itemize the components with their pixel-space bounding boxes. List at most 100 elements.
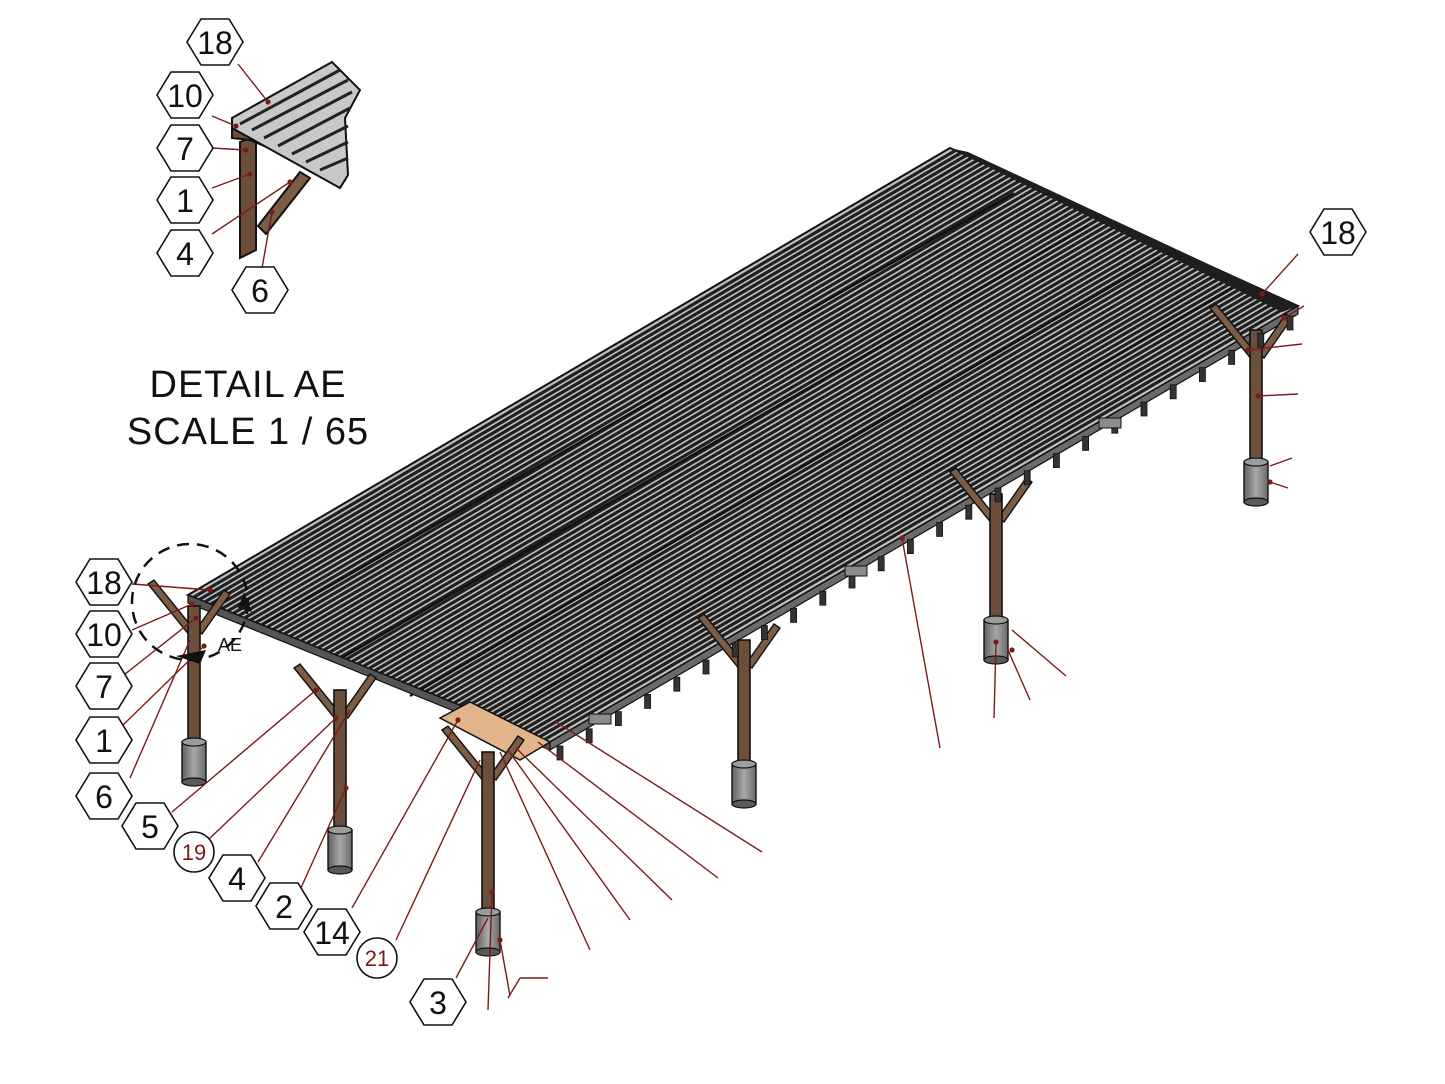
roof-rib: [396, 237, 1152, 682]
roof-rib: [475, 272, 1229, 714]
footing-top: [983, 615, 1009, 625]
roof-rib: [362, 223, 1120, 668]
balloon-hexagon: [156, 176, 214, 224]
roof-side-edge: [549, 304, 1299, 752]
rafter-end: [1228, 349, 1235, 365]
footing-top: [327, 825, 353, 835]
balloon-hexagon: [75, 610, 133, 658]
balloon-hexagon: [156, 71, 214, 119]
footing-top: [181, 737, 207, 747]
roof-rib: [334, 210, 1093, 657]
balloon-hexagon: [156, 229, 214, 277]
callout-6: 6: [75, 772, 133, 820]
knee-brace: [489, 735, 525, 781]
roof: [185, 146, 1301, 761]
roof-rib: [255, 176, 1017, 624]
svg-text:1: 1: [95, 723, 113, 759]
roof-dark-ridge-band: [950, 148, 1298, 312]
concrete-footing: [181, 741, 207, 783]
rafter-end: [907, 539, 914, 554]
timber-post: [989, 493, 1003, 621]
roof-rib: [226, 163, 989, 613]
roof-rib: [339, 213, 1098, 659]
balloon-hexagon: [303, 908, 361, 956]
rafter-end: [1199, 367, 1206, 383]
rafter-end: [731, 642, 739, 658]
rafter-end: [965, 504, 973, 520]
svg-text:14: 14: [314, 915, 350, 951]
callout-10: 10: [75, 610, 133, 658]
rafter-end: [556, 745, 564, 761]
timber-post: [187, 605, 201, 743]
balloon-hexagon: [156, 124, 214, 172]
svg-text:10: 10: [167, 78, 203, 114]
footing-bottom: [327, 865, 353, 875]
rafter-end: [790, 608, 797, 623]
roof-rib: [458, 265, 1212, 707]
rear-footing: [1098, 417, 1122, 429]
detail-callout-1: 1: [156, 176, 214, 224]
svg-text:18: 18: [1320, 215, 1356, 251]
rafter-end: [585, 728, 593, 744]
detail-roof-ribs: [239, 68, 353, 172]
roof-rib: [379, 230, 1136, 675]
roof-rib: [322, 205, 1082, 652]
footing-bottom: [731, 799, 757, 809]
rafter-end: [819, 590, 827, 606]
svg-text:21: 21: [365, 946, 389, 971]
detail-callout-10: 10: [156, 71, 214, 119]
detail-roof: [231, 60, 362, 190]
callout-21: 21: [356, 937, 398, 979]
detail-callout-circle: AE: [130, 542, 252, 664]
roof-rib: [232, 166, 995, 615]
balloon-hexagon: [75, 772, 133, 820]
footing-bottom: [475, 947, 501, 957]
roof-rib: [356, 220, 1114, 666]
rafter-end: [1023, 470, 1031, 486]
rafter-end: [1257, 332, 1265, 348]
roof-rib: [289, 191, 1049, 638]
roof-rib: [300, 195, 1060, 643]
roof-rib: [481, 274, 1234, 716]
roof-rib: [249, 173, 1011, 622]
callout-18-right: 18: [1309, 208, 1367, 256]
knee-brace: [745, 623, 781, 669]
rafter-end: [1140, 401, 1148, 417]
roof-rib: [413, 245, 1169, 689]
footing-top: [1243, 457, 1269, 467]
svg-text:18: 18: [86, 565, 122, 601]
roof-rib: [215, 158, 978, 608]
svg-text:2: 2: [275, 889, 293, 925]
rafter-end: [1286, 315, 1294, 331]
rafter-end: [761, 625, 768, 640]
timber-post: [737, 639, 751, 765]
svg-text:19: 19: [182, 840, 206, 865]
roof-rib: [351, 218, 1109, 663]
roof-rib: [221, 161, 984, 611]
view-arrow-head: [238, 592, 252, 612]
detail-callout-6: 6: [231, 266, 289, 314]
roof-rib: [543, 302, 1294, 742]
detail-post: [239, 134, 257, 260]
roof-rib: [441, 257, 1196, 700]
callout-2: 2: [255, 882, 313, 930]
svg-text:7: 7: [176, 131, 194, 167]
rafter-end: [877, 556, 885, 572]
detail-callout-18: 18: [186, 18, 244, 66]
rafter-end: [1082, 435, 1089, 451]
concrete-footing: [1243, 461, 1269, 503]
svg-text:1: 1: [176, 183, 194, 219]
roof-rib: [515, 289, 1267, 730]
roof-rib: [277, 186, 1038, 634]
roof-rib: [272, 183, 1033, 631]
knee-brace: [341, 673, 377, 719]
balloon-hexagon: [231, 266, 289, 314]
roof-rib: [209, 156, 973, 606]
svg-text:6: 6: [251, 273, 269, 309]
callout-19: 19: [173, 831, 215, 873]
roof-rib: [424, 250, 1180, 693]
main-leaders: [119, 253, 1305, 1011]
roof-rib: [305, 198, 1065, 645]
svg-text:3: 3: [429, 985, 447, 1021]
balloon-hexagon: [1309, 208, 1367, 256]
